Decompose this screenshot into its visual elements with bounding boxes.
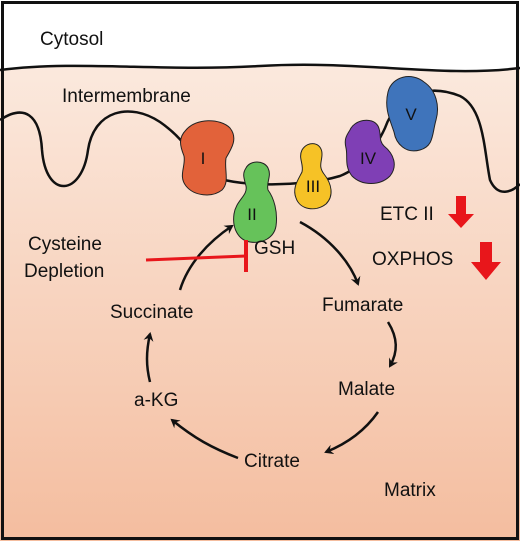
cytosol-region — [0, 0, 520, 72]
fumarate-to-malate-arrow — [386, 321, 398, 368]
oxphos-down-arrow-icon — [471, 242, 501, 280]
complex-ii-to-fumarate-arrow — [299, 220, 361, 286]
matrix-label: Matrix — [384, 480, 436, 501]
complex-iv-label: IV — [360, 149, 377, 168]
outer-membrane — [0, 63, 520, 73]
inhibition-line — [145, 254, 247, 262]
complex-v-label: V — [405, 105, 417, 124]
cytosol-label: Cytosol — [40, 29, 103, 50]
malate-label: Malate — [338, 379, 395, 400]
etc-ii-down-arrow-icon — [448, 196, 474, 228]
complex-iv-shape — [344, 119, 395, 184]
complex-iii: III — [294, 143, 332, 210]
citrate-label: Citrate — [244, 451, 300, 472]
fumarate-label: Fumarate — [322, 295, 403, 316]
complex-ii-shape — [233, 161, 277, 243]
succinate-label: Succinate — [110, 302, 193, 323]
etc-ii-label: ETC II — [380, 204, 434, 225]
complex-i: I — [180, 120, 235, 196]
depletion-label: Depletion — [24, 261, 104, 282]
oxphos-label: OXPHOS — [372, 249, 453, 270]
intermembrane-label: Intermembrane — [62, 86, 191, 107]
complex-i-label: I — [201, 149, 206, 168]
complex-ii: II — [233, 161, 277, 243]
citrate-to-akg-arrow — [170, 418, 239, 460]
malate-to-citrate-arrow — [324, 411, 380, 455]
akg-to-succinate-arrow — [143, 332, 154, 383]
complex-iii-shape — [294, 143, 332, 210]
gsh-label: GSH — [254, 238, 295, 259]
succinate-to-complex-ii-arrow — [178, 224, 234, 291]
complex-ii-label: II — [247, 205, 256, 224]
complex-iv: IV — [344, 119, 395, 184]
akg-label: a-KG — [134, 390, 178, 411]
complex-iii-label: III — [306, 177, 320, 196]
complex-v-shape — [386, 76, 438, 152]
complex-v: V — [386, 76, 438, 152]
cysteine-label: Cysteine — [28, 234, 102, 255]
complex-i-shape — [180, 120, 235, 196]
